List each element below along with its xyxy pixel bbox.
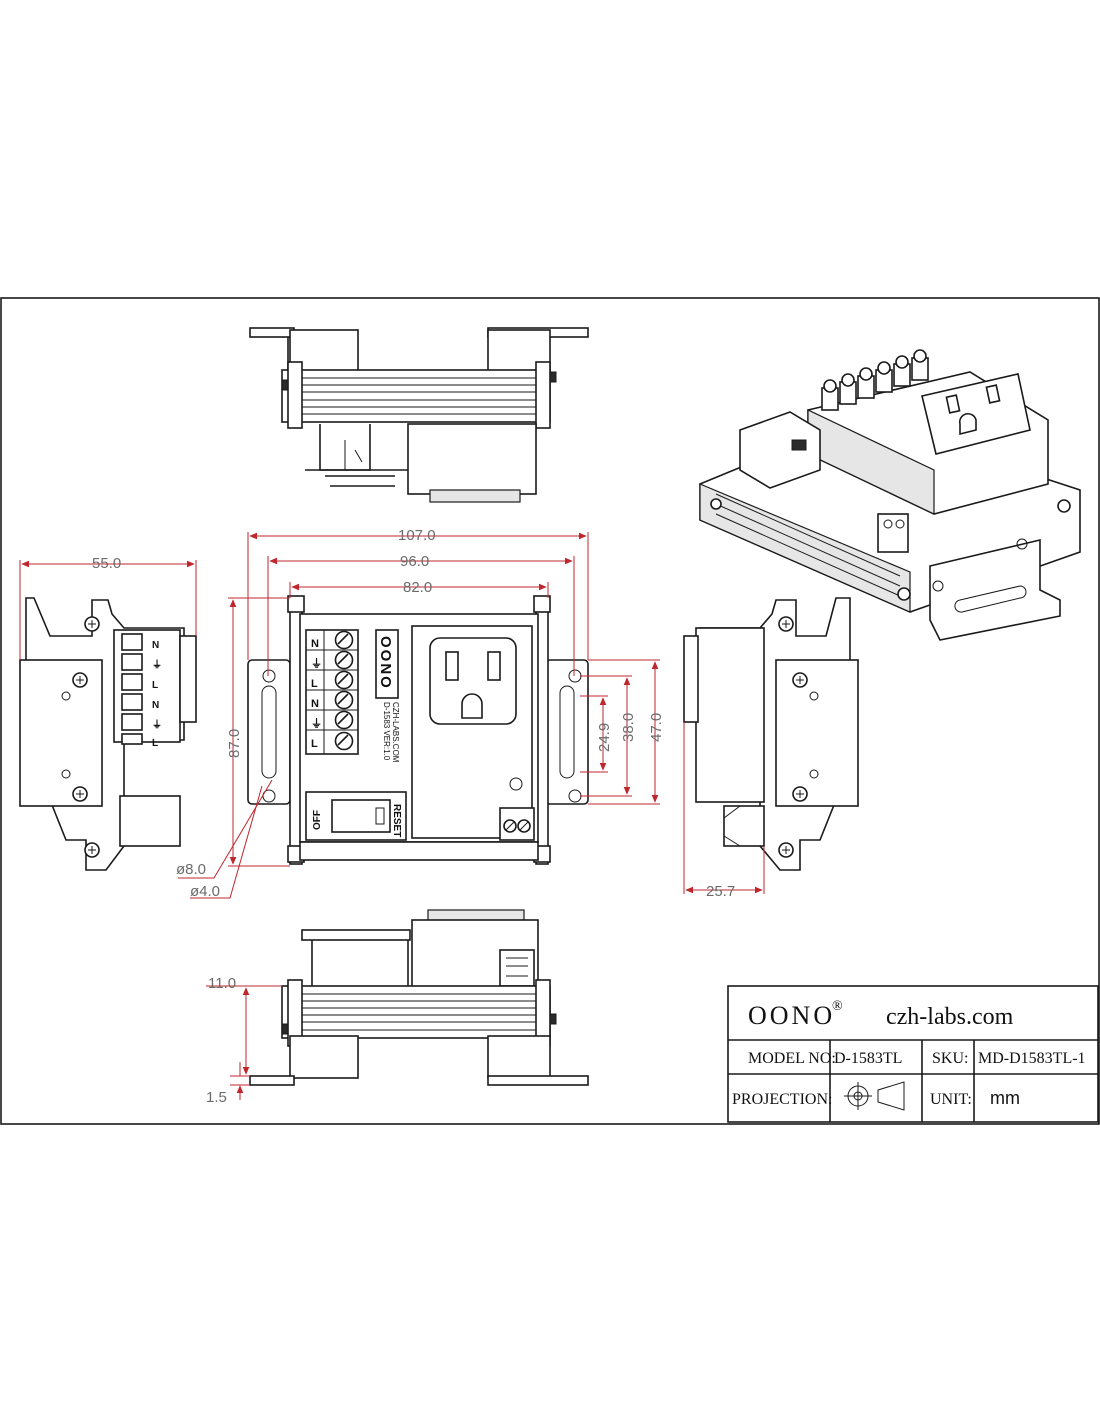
svg-text:L: L (152, 680, 158, 691)
svg-text:L: L (152, 738, 158, 749)
dimensions: 107.0 96.0 82.0 55.0 87.0 47.0 38.0 24.9… (19, 527, 765, 1106)
dim-hole-8: ø8.0 (176, 861, 206, 878)
right-side-view (683, 597, 859, 871)
reset-label: RESET (391, 804, 402, 837)
projection-label: PROJECTION: (732, 1091, 832, 1108)
dim-107: 107.0 (398, 527, 436, 544)
bottom-view (249, 909, 589, 1086)
sku-label: SKU: (932, 1050, 968, 1067)
title-registered-mark: ® (832, 999, 843, 1014)
dim-38: 38.0 (620, 713, 637, 742)
terminal-label: N (311, 698, 319, 710)
dim-82: 82.0 (403, 579, 432, 596)
dim-55: 55.0 (92, 555, 121, 572)
model-value: D-1583TL (834, 1050, 902, 1067)
terminal-labels: N ⏚ L N ⏚ L (311, 638, 322, 750)
terminal-label: N (311, 638, 319, 650)
terminal-label: ⏚ (311, 717, 322, 730)
terminal-label: ⏚ (311, 657, 322, 670)
title-block: OONO ® czh-labs.com MODEL NO: D-1583TL S… (727, 985, 1099, 1123)
dim-47: 47.0 (648, 713, 665, 742)
drawing-frame (0, 297, 1100, 1125)
title-brand: OONO (748, 1001, 835, 1030)
terminal-label: L (311, 678, 318, 690)
front-view: N ⏚ L N ⏚ L OONO D-1583 VER:1.0 CZH-LABS… (247, 595, 589, 865)
svg-text:⏚: ⏚ (152, 719, 162, 731)
dim-87: 87.0 (226, 729, 243, 758)
dim-24-9: 24.9 (596, 723, 613, 752)
off-label: OFF (312, 810, 323, 830)
left-side-view: N ⏚ L N ⏚ L (19, 597, 197, 871)
front-brand-vertical: OONO (377, 636, 394, 690)
model-label: MODEL NO: (748, 1050, 836, 1067)
svg-text:N: N (152, 700, 159, 711)
svg-text:N: N (152, 640, 159, 651)
dim-11: 11.0 (208, 975, 236, 992)
front-website-text: CZH-LABS.COM (391, 702, 400, 763)
dim-25-7: 25.7 (706, 883, 735, 900)
unit-label: UNIT: (930, 1091, 972, 1108)
sku-value: MD-D1583TL-1 (978, 1050, 1086, 1067)
terminal-label: L (311, 738, 318, 750)
dim-1-5: 1.5 (206, 1089, 227, 1106)
front-model-text: D-1583 VER:1.0 (382, 702, 391, 761)
dim-hole-4: ø4.0 (190, 883, 220, 900)
top-view (249, 327, 589, 503)
unit-value: mm (990, 1088, 1020, 1108)
svg-text:⏚: ⏚ (152, 659, 162, 671)
dim-96: 96.0 (400, 553, 429, 570)
isometric-view (699, 349, 1081, 641)
title-website: czh-labs.com (886, 1004, 1014, 1030)
projection-symbol-icon (844, 1081, 905, 1111)
